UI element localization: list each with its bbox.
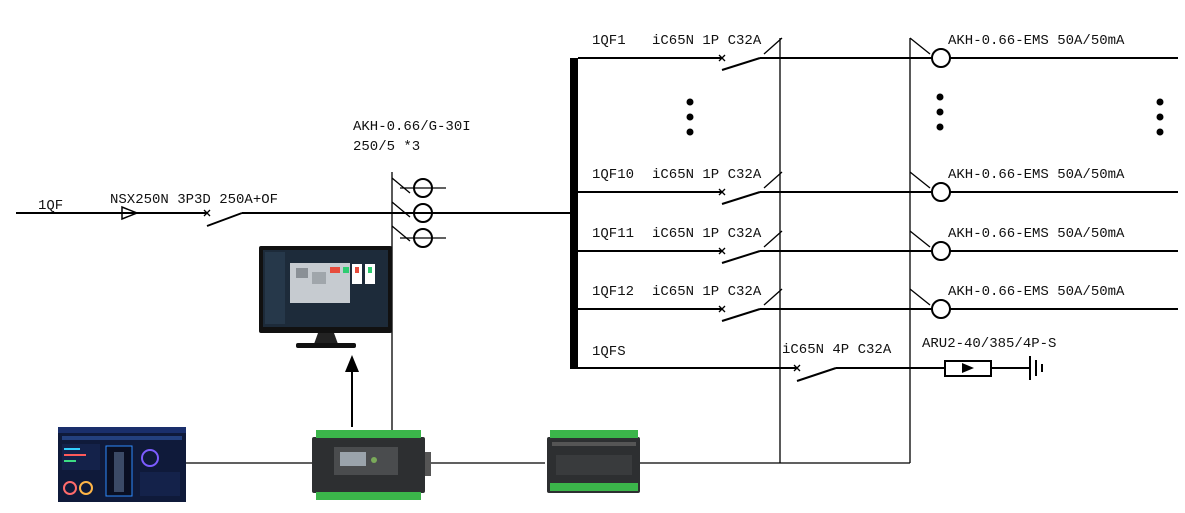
spd-breaker-spec: iC65N 4P C32A: [782, 342, 892, 358]
branch-id: 1QF12: [592, 284, 634, 300]
ct-coil-2: [391, 201, 433, 223]
continuation-dots: [686, 93, 1164, 136]
branch-sensor-spec: AKH-0.66-EMS 50A/50mA: [948, 167, 1125, 183]
leakage-sensor-icon: [931, 48, 951, 68]
branch-sensor-spec: AKH-0.66-EMS 50A/50mA: [948, 33, 1125, 49]
leakage-sensor-icon: [931, 299, 951, 319]
multi-circuit-meter: [312, 430, 431, 500]
trip-unit-triangle-icon: [121, 205, 140, 221]
spd-branch: 1QFS iC65N 4P C32A ARU2-40/385/4P-S: [578, 336, 1056, 382]
incoming-feeder: 1QF NSX250N 3P3D 250A+OF: [16, 192, 570, 227]
expansion-module: [547, 430, 640, 493]
monitor-display: [259, 246, 392, 348]
branch-id: 1QF11: [592, 226, 634, 242]
ct-coil-3: [391, 225, 446, 248]
busbar: [570, 58, 578, 369]
leakage-sensor-icon: [931, 182, 951, 202]
branch-breaker-spec: iC65N 1P C32A: [652, 226, 762, 242]
spd-branch-id: 1QFS: [592, 344, 626, 360]
main-breaker-contact-icon: [203, 209, 243, 227]
main-breaker-spec: NSX250N 3P3D 250A+OF: [110, 192, 278, 208]
branch-id: 1QF10: [592, 167, 634, 183]
branch-breaker-spec: iC65N 1P C32A: [652, 167, 762, 183]
branch-id: 1QF1: [592, 33, 626, 49]
current-transformer-group: AKH-0.66/G-30I 250/5 *3: [353, 119, 471, 430]
branch-row: 1QF10 iC65N 1P C32A AKH-0.66-EMS 50A/50mA: [578, 167, 1178, 205]
ct-model: AKH-0.66/G-30I: [353, 119, 471, 135]
branch-row: 1QF1 iC65N 1P C32A AKH-0.66-EMS 50A/50mA: [578, 33, 1178, 71]
spd-model: ARU2-40/385/4P-S: [922, 336, 1056, 352]
data-upload-arrow-icon: [345, 355, 359, 427]
branch-breaker-spec: iC65N 1P C32A: [652, 33, 762, 49]
branch-row: 1QF12 iC65N 1P C32A AKH-0.66-EMS 50A/50mA: [578, 284, 1178, 322]
ct-ratio: 250/5 *3: [353, 139, 420, 155]
branch-sensor-spec: AKH-0.66-EMS 50A/50mA: [948, 226, 1125, 242]
branch-row: 1QF11 iC65N 1P C32A AKH-0.66-EMS 50A/50mA: [578, 226, 1178, 264]
leakage-sensor-icon: [931, 241, 951, 261]
ct-coil-1: [391, 177, 446, 198]
branch-sensor-spec: AKH-0.66-EMS 50A/50mA: [948, 284, 1125, 300]
branch-breaker-spec: iC65N 1P C32A: [652, 284, 762, 300]
ground-icon: [1029, 356, 1043, 380]
main-breaker-id: 1QF: [38, 198, 63, 214]
software-dashboard: [58, 427, 186, 502]
